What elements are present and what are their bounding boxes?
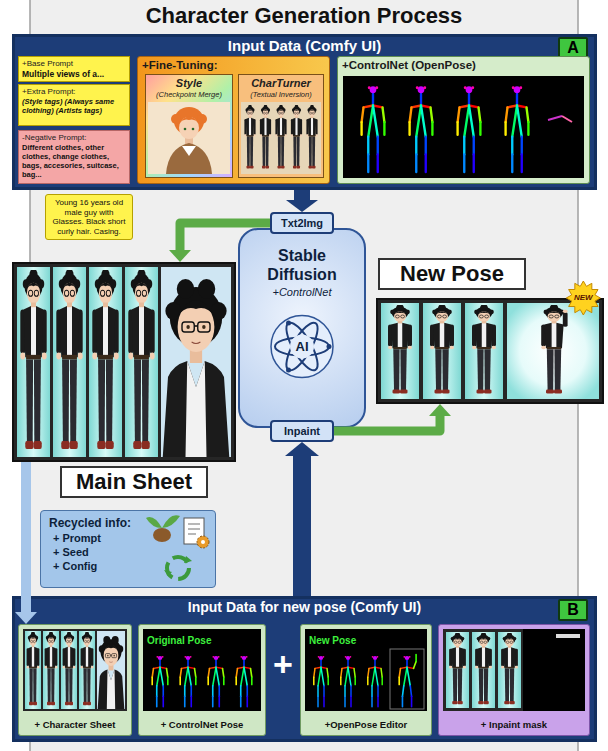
arrow-shaft [293,455,311,596]
input-card: Original Pose + ControlNet Pose [138,624,266,736]
arrow-shaft [334,415,440,431]
image-title: New Pose [378,258,526,290]
prompt-text: (Style tags) (Always same clothing) (Art… [22,97,126,115]
callout-text: Young 16 years old male guy with Glasses… [49,198,129,236]
overlay-label: Original Pose [147,635,211,647]
mode-tab: Txt2Img [270,212,334,234]
flow-arrow [334,404,451,431]
prompt-text: Different clothes, other clothes, change… [22,143,126,179]
card-caption: + Inpaint mask [443,719,585,731]
card-title: CharTurner [239,77,323,90]
label-holder: + [266,646,300,682]
main-sheet-picture [14,264,234,460]
panel-title: Input Data (Comfy UI) [15,37,594,54]
panel-badge: A [558,37,588,59]
prompt-label: +Extra Prompt: [22,87,126,97]
panel-badge: B [558,599,588,621]
input-card: New Pose +OpenPose Editor [300,624,432,736]
recycled-info-box: Recycled info:+ Prompt+ Seed+ Config [40,510,216,588]
info-item: + Seed [53,545,207,559]
arrow-head [169,250,191,262]
info-item: + Prompt [53,531,207,545]
prompt-label: -Negative Prompt: [22,133,126,143]
inpaint-mask-thumb [443,629,585,711]
card-caption: + Character Sheet [23,719,127,731]
badge-letter: B [560,601,586,619]
plus-sign: + [266,646,300,682]
arrow-shaft [21,462,31,613]
panel-title: Input Data for new pose (Comfy UI) [15,599,594,616]
flow-arrow [169,223,270,262]
mode-tab: Inpaint [270,420,334,442]
tab-label: Inpaint [272,423,332,439]
character-sheet-thumb [23,629,127,711]
negative-prompt-box: -Negative Prompt:Different clothes, othe… [18,130,130,184]
arrow-head [429,404,451,416]
badge-letter: A [560,39,586,57]
card-caption: +OpenPose Editor [305,719,427,731]
image-title: Main Sheet [60,466,208,498]
diffusion-box: Stable Diffusion+ControlNetAITxt2ImgInpa… [238,228,366,428]
tab-label: Txt2Img [272,215,332,231]
box-heading: +Fine-Tuning: [138,58,329,72]
card-caption: + ControlNet Pose [143,719,261,731]
model-title: Stable Diffusion [244,246,360,284]
flow-arrow [15,462,37,624]
new-pose-picture [378,300,602,402]
new-pose-image: New PoseNEW [376,298,604,404]
model-subtitle: +ControlNet [244,286,360,299]
fine-tuning-box: +Fine-Tuning:Style(Checkpoint Merge)Char… [137,56,330,184]
ai-atom-icon [271,316,333,378]
charturner-sheet [241,102,321,174]
charturner-card: CharTurner(Textual Inversion) [238,74,324,178]
diagram-title: Character Generation Process [146,3,463,29]
recycle-icons [146,515,209,579]
style-portrait [148,102,230,174]
original-pose-thumb [143,629,261,711]
info-heading: Recycled info: [49,516,207,531]
controlnet-box: +ControlNet (OpenPose) [337,56,590,184]
pose-editor-thumb [305,629,427,711]
description-callout: Young 16 years old male guy with Glasses… [45,194,133,240]
arrow-head [286,200,318,212]
arrow-shaft [294,190,310,201]
flow-arrow [285,442,319,596]
arrow-head [285,442,319,456]
card-subtitle: (Checkpoint Merge) [146,90,232,99]
card-title: Style [146,77,232,90]
prompt-box: +Extra Prompt:(Style tags) (Always same … [18,84,130,126]
badge-text: NEW [574,293,593,303]
input-panel: Input Data (Comfy UI)A +Base PromptMultip… [12,34,597,190]
openpose-skeletons [343,76,584,178]
flow-arrow [286,190,318,212]
new-starburst [566,281,600,315]
prompt-text: Multiple views of a... [22,69,126,79]
main-sheet-image: Main Sheet [12,262,236,462]
info-item: + Config [53,559,207,573]
overlay-label: New Pose [309,635,356,647]
prompt-box: +Base PromptMultiple views of a... [18,56,130,82]
icon-label: AI [244,339,360,354]
arrow-shaft [180,223,270,251]
prompt-label: +Base Prompt [22,59,126,69]
input-card: + Inpaint mask [438,624,590,736]
card-subtitle: (Textual Inversion) [239,90,323,99]
input-card: + Character Sheet [18,624,132,736]
box-heading: +ControlNet (OpenPose) [338,58,589,72]
input-panel: Input Data for new pose (Comfy UI)B + Cha… [12,596,597,742]
arrow-head [15,612,37,624]
title-bar: Character Generation Process [0,3,608,29]
style-card: Style(Checkpoint Merge) [145,74,233,178]
